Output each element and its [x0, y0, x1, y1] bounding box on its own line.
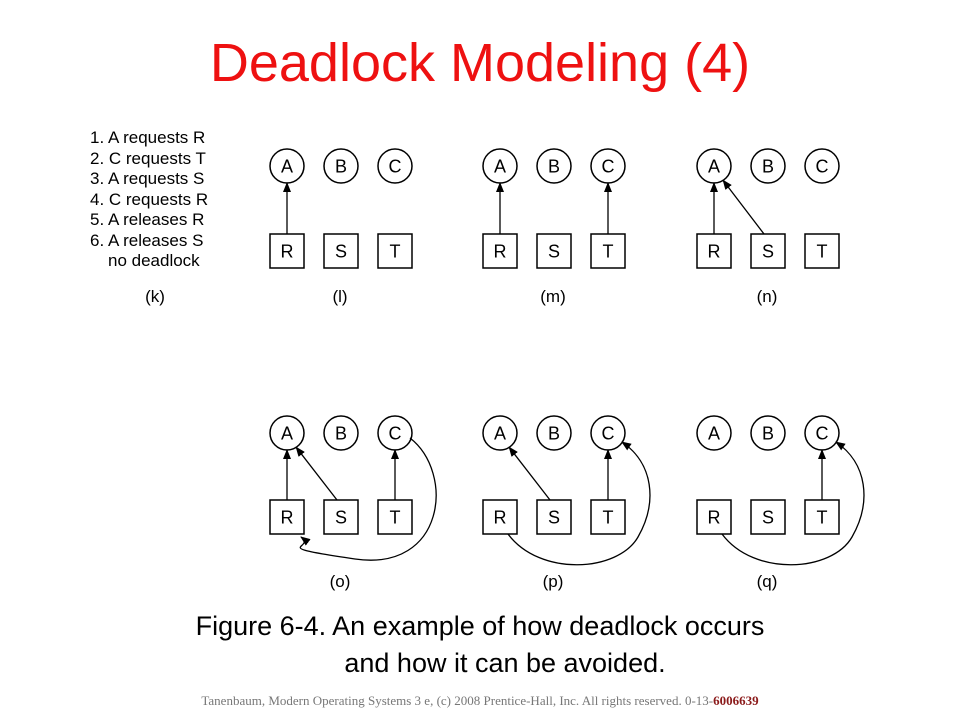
edge-s-to-a: [508, 446, 551, 501]
panel-m: A B C R S T: [482, 148, 626, 269]
resource-label: S: [335, 242, 347, 262]
process-node-b: [750, 415, 786, 451]
resource-label: S: [548, 508, 560, 528]
resource-node-t: [804, 499, 840, 535]
footer-text: Tanenbaum, Modern Operating Systems 3 e,…: [201, 693, 714, 708]
resource-label: R: [708, 508, 721, 528]
process-label: A: [494, 157, 506, 177]
process-label: C: [389, 157, 402, 177]
process-node-c: [377, 148, 413, 184]
steps-note: no deadlock: [108, 251, 200, 270]
panel-l: A B C R S T: [269, 148, 413, 269]
process-label: B: [548, 157, 560, 177]
resource-node-s: [750, 499, 786, 535]
process-label: A: [494, 424, 506, 444]
request-sequence-list: 1. A requests R 2. C requests T 3. A req…: [90, 128, 208, 272]
panel-p: A B C R S T: [482, 415, 651, 566]
resource-node-s: [536, 233, 572, 269]
process-node-c: [804, 148, 840, 184]
process-label: C: [602, 157, 615, 177]
step-4: 4. C requests R: [90, 189, 209, 209]
process-label: B: [335, 157, 347, 177]
process-label: A: [708, 157, 720, 177]
process-label: C: [602, 424, 615, 444]
resource-node-s: [323, 499, 359, 535]
resource-label: R: [494, 508, 507, 528]
edge-r-to-c: [721, 441, 865, 566]
process-label: C: [389, 424, 402, 444]
resource-node-r: [269, 233, 305, 269]
resource-node-t: [377, 233, 413, 269]
resource-label: T: [603, 242, 614, 262]
panel-label-k: (k): [145, 287, 165, 306]
process-node-a: [482, 415, 518, 451]
resource-node-s: [750, 233, 786, 269]
figure-caption: Figure 6-4. An example of how deadlock o…: [0, 608, 960, 682]
resource-label: S: [335, 508, 347, 528]
panel-o: A B C R S T: [269, 415, 437, 561]
resource-label: R: [494, 242, 507, 262]
panel-label-n: (n): [757, 287, 778, 306]
process-label: A: [281, 424, 293, 444]
resource-label: T: [390, 242, 401, 262]
resource-node-r: [482, 499, 518, 535]
step-2: 2. C requests T: [90, 148, 206, 168]
resource-label: T: [390, 508, 401, 528]
edge-r-to-c: [507, 441, 651, 566]
process-label: B: [335, 424, 347, 444]
panel-label-p: (p): [543, 572, 564, 591]
panel-label-l: (l): [332, 287, 347, 306]
step-3: 3. A requests S: [90, 169, 205, 188]
resource-label: S: [762, 508, 774, 528]
process-label: A: [708, 424, 720, 444]
resource-node-t: [590, 233, 626, 269]
process-node-a: [696, 415, 732, 451]
resource-node-t: [590, 499, 626, 535]
footer-isbn: 6006639: [713, 693, 759, 708]
resource-label: R: [708, 242, 721, 262]
resource-node-s: [323, 233, 359, 269]
resource-label: R: [281, 508, 294, 528]
resource-node-r: [696, 499, 732, 535]
process-label: A: [281, 157, 293, 177]
process-node-b: [323, 415, 359, 451]
resource-label: S: [548, 242, 560, 262]
process-node-b: [323, 148, 359, 184]
slide-title: Deadlock Modeling (4): [209, 33, 751, 93]
panel-q: A B C R S T: [696, 415, 865, 566]
resource-label: T: [817, 508, 828, 528]
resource-node-t: [377, 499, 413, 535]
panel-label-q: (q): [757, 572, 778, 591]
caption-line-2: and how it can be avoided.: [344, 648, 666, 678]
process-label: C: [816, 424, 829, 444]
step-6: 6. A releases S: [90, 230, 204, 250]
edge-c-requests-r: [299, 437, 437, 561]
resource-label: T: [817, 242, 828, 262]
edge-s-to-a: [295, 446, 338, 501]
process-label: B: [762, 157, 774, 177]
step-5: 5. A releases R: [90, 210, 205, 229]
resource-node-r: [696, 233, 732, 269]
resource-node-t: [804, 233, 840, 269]
panel-label-o: (o): [330, 572, 351, 591]
process-label: B: [762, 424, 774, 444]
process-node-b: [536, 415, 572, 451]
copyright-footer: Tanenbaum, Modern Operating Systems 3 e,…: [0, 693, 960, 709]
edge-s-to-a: [722, 179, 765, 235]
panel-n: A B C R S T: [696, 148, 840, 269]
panel-label-m: (m): [540, 287, 565, 306]
resource-label: R: [281, 242, 294, 262]
resource-label: T: [603, 508, 614, 528]
process-node-b: [536, 148, 572, 184]
process-label: C: [816, 157, 829, 177]
process-node-b: [750, 148, 786, 184]
resource-label: S: [762, 242, 774, 262]
process-label: B: [548, 424, 560, 444]
step-1: 1. A requests R: [90, 128, 206, 147]
caption-line-1: Figure 6-4. An example of how deadlock o…: [195, 611, 765, 641]
resource-node-s: [536, 499, 572, 535]
